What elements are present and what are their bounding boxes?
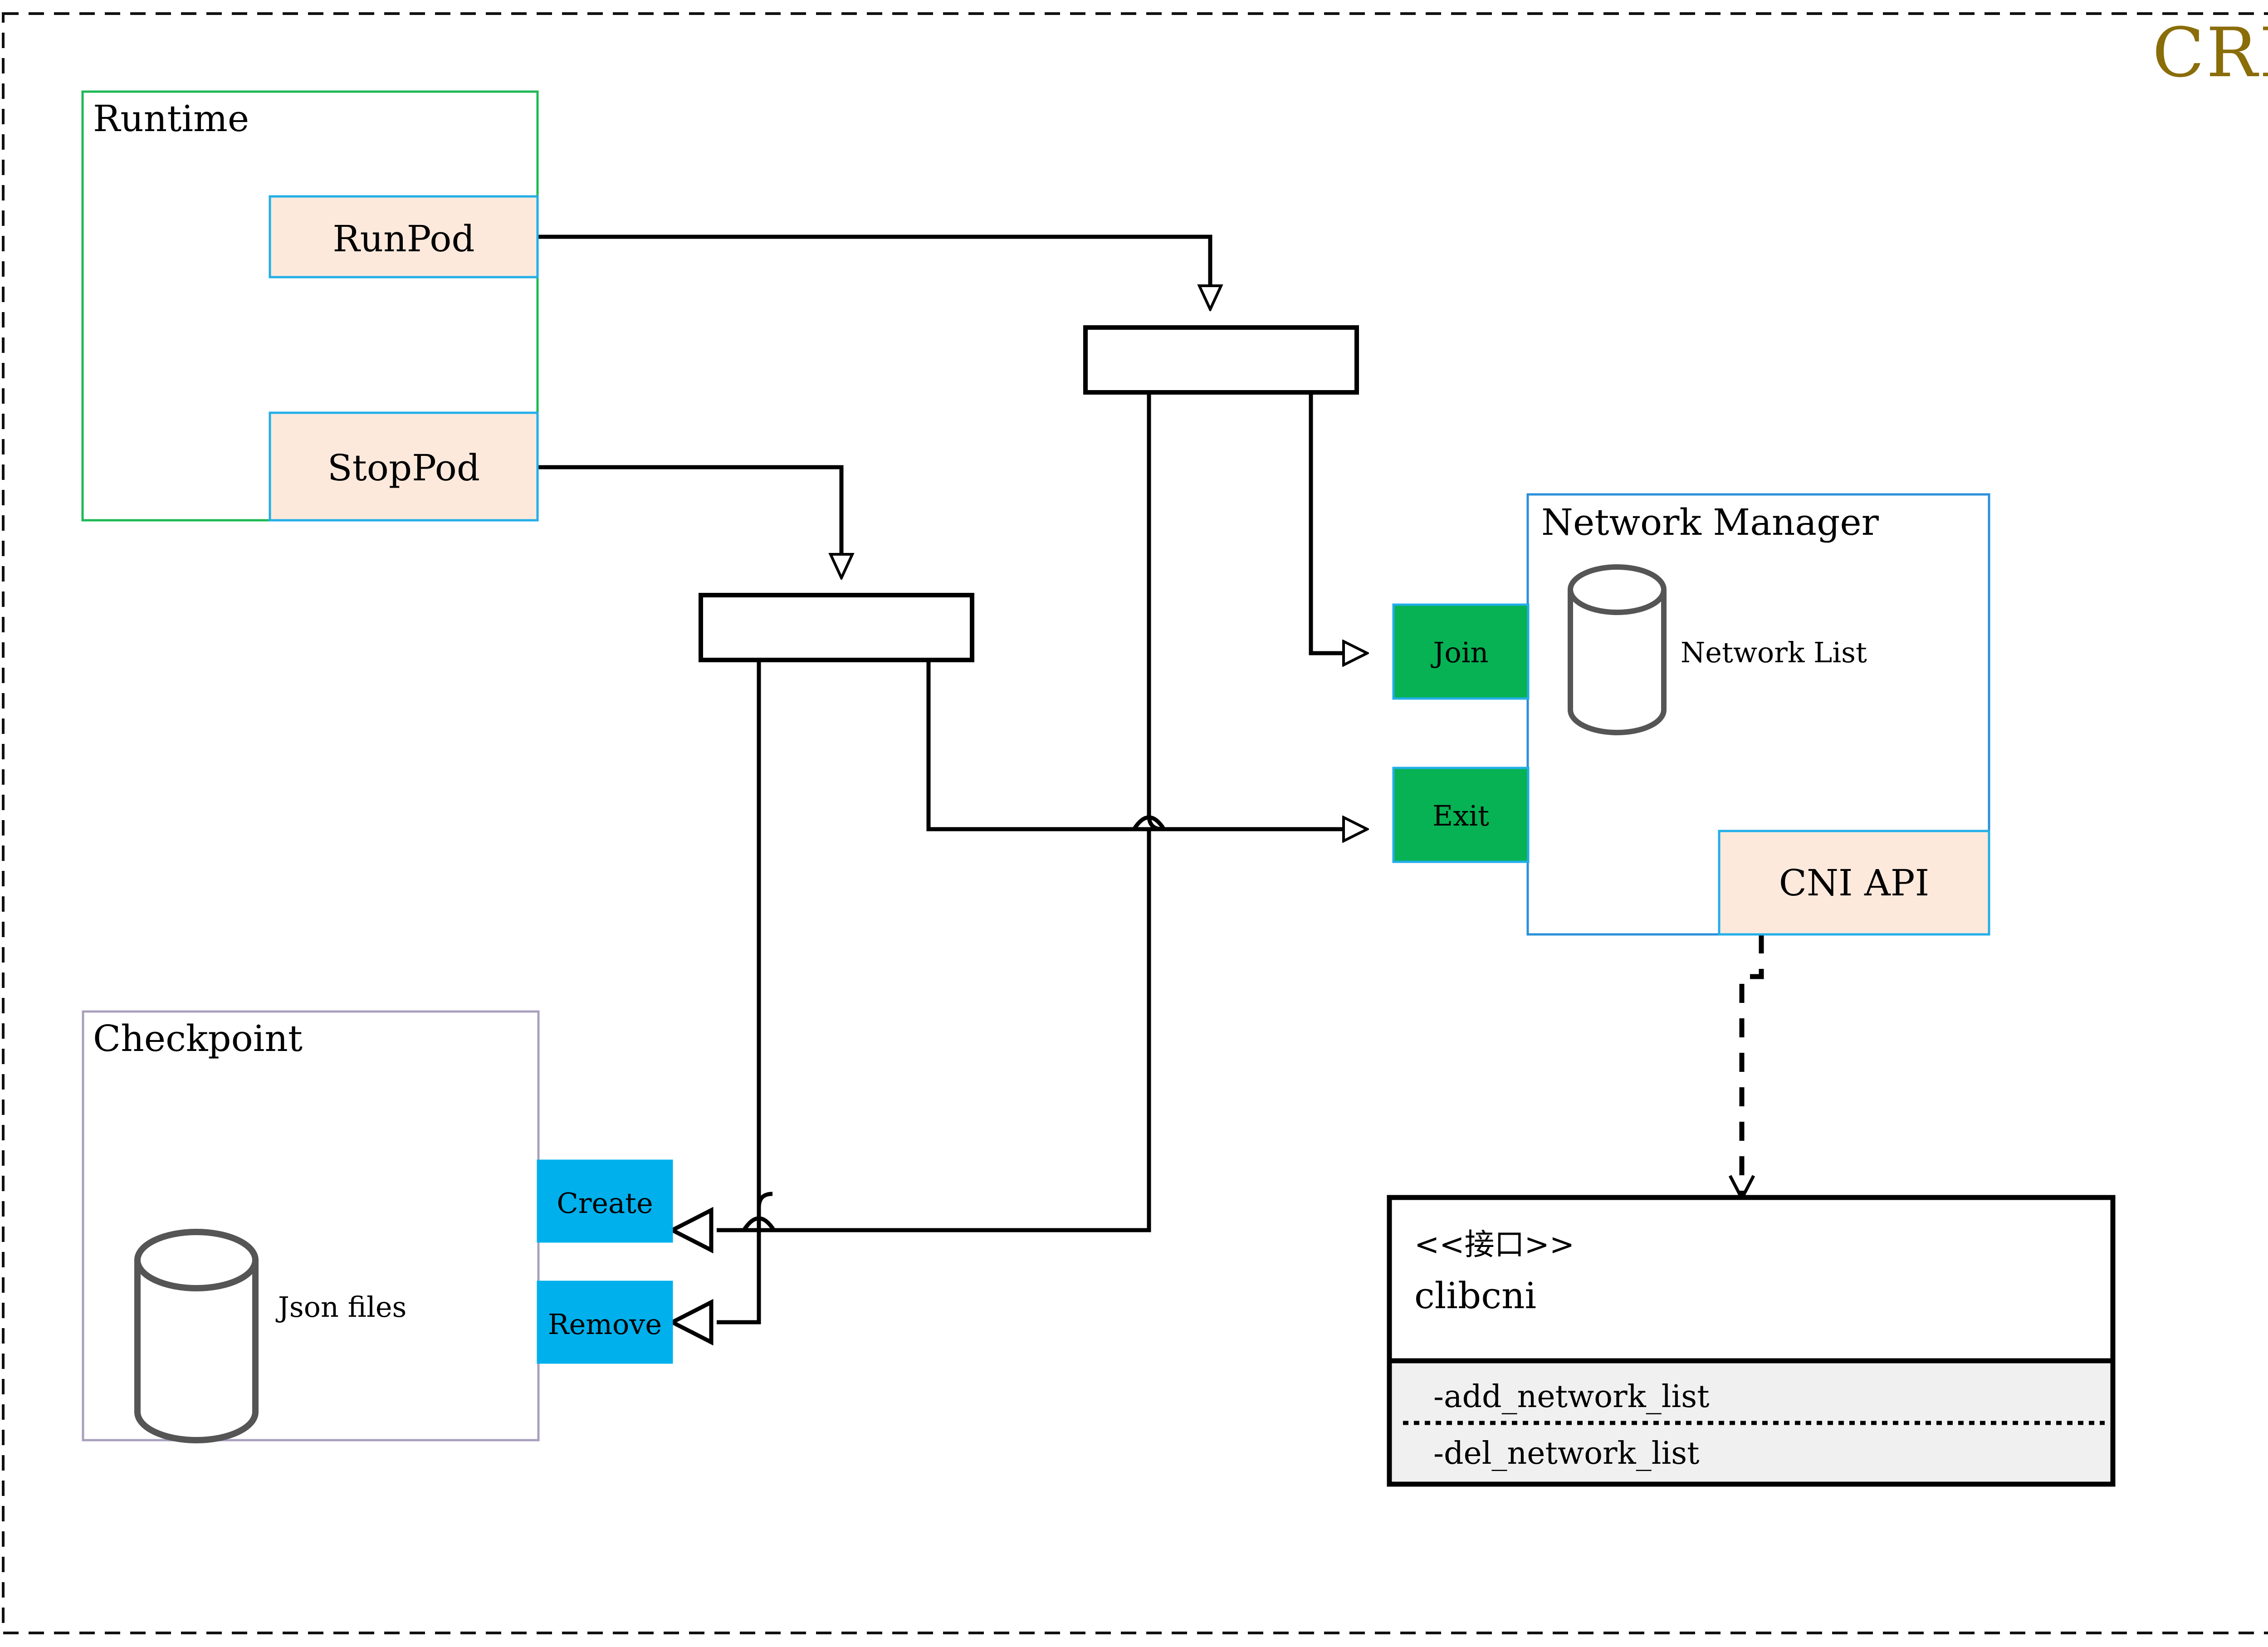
clibcni-methods-compartment [1392, 1361, 2110, 1481]
json-files-label: Json files [278, 1290, 407, 1324]
node-join-box [1392, 603, 1530, 700]
node-cni-api-label[interactable]: CNI API [1779, 862, 1930, 904]
junction-fork-stoppod [699, 593, 974, 662]
outer-frame [2, 12, 2268, 1634]
checkpoint-group-label: Checkpoint [93, 1017, 303, 1060]
edge-fork-low-right-to-exit [926, 660, 1366, 829]
clibcni-title: clibcni [1414, 1275, 1537, 1317]
arrowhead-remove [668, 1299, 714, 1346]
node-remove-label[interactable]: Remove [547, 1308, 662, 1341]
line-hop-create [742, 1216, 776, 1232]
edge-fork-top-right-to-join [1309, 392, 1366, 653]
checkpoint-cylinder-icon [134, 1229, 259, 1443]
network-manager-group-label: Network Manager [1541, 501, 1879, 543]
edge-stoppod-to-fork [538, 465, 841, 577]
network-list-cylinder-icon [1568, 564, 1667, 735]
clibcni-stereotype: <<接口>> [1414, 1227, 1575, 1262]
edge-fork-low-left-to-remove [717, 660, 773, 1324]
node-stoppod-label[interactable]: StopPod [327, 447, 480, 489]
node-exit-box [1392, 767, 1530, 863]
node-join-label[interactable]: Join [1433, 636, 1489, 669]
node-cni-api-box [1718, 830, 1990, 936]
edge-cniapi-to-clibcni [1728, 934, 1764, 1202]
runtime-group-label: Runtime [93, 98, 249, 140]
clibcni-method-del: -del_network_list [1433, 1436, 1700, 1471]
node-exit-label[interactable]: Exit [1432, 799, 1489, 832]
arrowhead-create [668, 1207, 714, 1254]
network-list-label: Network List [1681, 636, 1867, 669]
edge-runpod-to-fork [538, 235, 1210, 308]
edge-fork-top-left-to-create [717, 392, 1163, 1232]
node-stoppod-box [269, 411, 539, 522]
node-create-label[interactable]: Create [557, 1187, 653, 1220]
node-create-box [537, 1159, 673, 1243]
node-runpod-box [269, 195, 539, 279]
line-hop-exit [1132, 815, 1166, 831]
node-remove-box [537, 1280, 673, 1364]
node-runpod-label[interactable]: RunPod [332, 218, 475, 260]
page-title: CRI [2152, 14, 2268, 93]
junction-fork-runpod [1083, 325, 1359, 395]
clibcni-method-add: -add_network_list [1433, 1379, 1710, 1415]
